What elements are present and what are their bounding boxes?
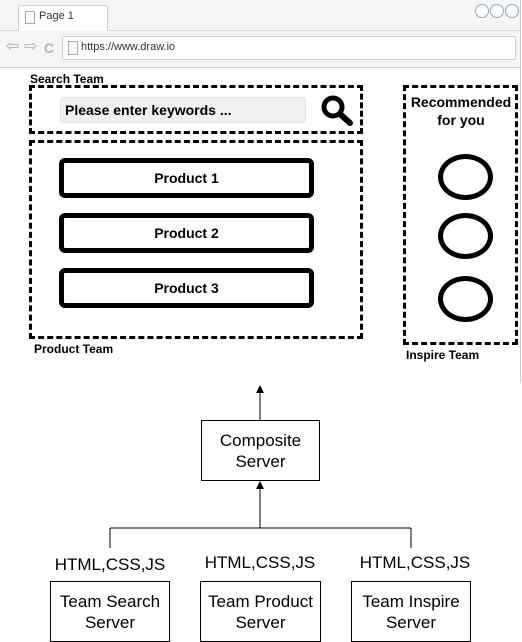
- product-team-region: [29, 140, 363, 339]
- window-close-button[interactable]: [505, 4, 519, 18]
- composite-server-node: Composite Server: [201, 420, 320, 481]
- product-server-protocol: HTML,CSS,JS: [204, 553, 316, 572]
- tab-label: Page 1: [39, 10, 74, 22]
- search-input[interactable]: Please enter keywords ...: [60, 97, 306, 123]
- product-3-card[interactable]: Product 3: [59, 268, 314, 308]
- page-icon: [68, 41, 78, 55]
- team-search-server-node: Team Search Server: [50, 581, 170, 642]
- search-server-protocol: HTML,CSS,JS: [54, 555, 166, 574]
- search-server-line1: Team Search: [59, 591, 161, 611]
- search-team-label: Search Team: [30, 72, 104, 86]
- page-icon: [25, 11, 35, 24]
- team-inspire-server-node: Team Inspire Server: [351, 581, 471, 642]
- browser-mockup: Page 1 ⇦ ⇨ C https://www.draw.io Search …: [0, 0, 521, 383]
- search-placeholder: Please enter keywords ...: [65, 102, 232, 118]
- composite-server-line2: Server: [235, 451, 286, 471]
- composite-server-line1: Composite: [219, 430, 302, 450]
- product-2-card[interactable]: Product 2: [59, 213, 314, 253]
- search-team-region: [29, 85, 363, 134]
- address-bar: ⇦ ⇨ C https://www.draw.io: [0, 31, 520, 68]
- team-product-server-node: Team Product Server: [200, 581, 321, 642]
- url-text: https://www.draw.io: [81, 41, 176, 53]
- recommendation-circle-1[interactable]: [438, 154, 493, 200]
- window-minimize-button[interactable]: [475, 4, 489, 18]
- browser-tab[interactable]: Page 1: [18, 5, 108, 31]
- inspire-team-label: Inspire Team: [406, 348, 480, 362]
- inspire-server-line2: Server: [385, 612, 437, 632]
- reload-icon[interactable]: C: [44, 40, 55, 56]
- window-maximize-button[interactable]: [490, 4, 504, 18]
- forward-arrow-icon[interactable]: ⇨: [24, 38, 38, 55]
- product-server-line2: Server: [235, 612, 286, 632]
- recommendation-circle-3[interactable]: [438, 276, 493, 322]
- url-field[interactable]: https://www.draw.io: [62, 36, 516, 60]
- recommendation-circle-2[interactable]: [438, 213, 493, 259]
- search-icon[interactable]: [320, 94, 354, 128]
- recommended-title-line1: Recommended: [410, 94, 512, 110]
- search-server-line2: Server: [84, 612, 136, 632]
- back-arrow-icon[interactable]: ⇦: [6, 38, 20, 55]
- tab-bar: Page 1: [0, 0, 520, 31]
- recommended-title: Recommended for you: [405, 93, 517, 129]
- inspire-server-protocol: HTML,CSS,JS: [359, 553, 471, 572]
- inspire-server-line1: Team Inspire: [362, 591, 460, 611]
- inspire-team-region: [403, 85, 518, 345]
- product-team-label: Product Team: [34, 342, 114, 356]
- product-1-card[interactable]: Product 1: [59, 158, 314, 198]
- product-server-line1: Team Product: [208, 591, 313, 611]
- recommended-title-line2: for you: [437, 112, 485, 128]
